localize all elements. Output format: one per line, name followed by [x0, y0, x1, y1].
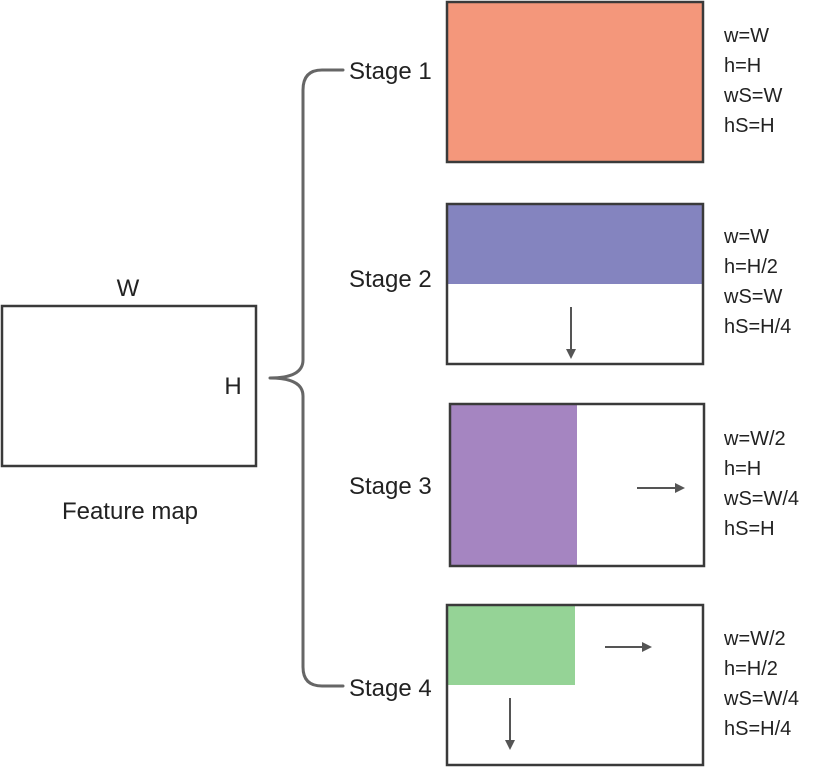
stage-3-label: Stage 3 [349, 473, 432, 500]
stage-3-param-4: hS=H [724, 518, 775, 540]
stage-2-param-3: wS=W [723, 286, 782, 308]
stage-1-window [447, 2, 703, 162]
stage-2-param-2: h=H/2 [724, 256, 778, 278]
stage-3-param-1: w=W/2 [723, 428, 786, 450]
stage-4-param-1: w=W/2 [723, 628, 786, 650]
stage-1-param-2: h=H [724, 55, 761, 77]
stage-3-param-2: h=H [724, 458, 761, 480]
stage-1-param-1: w=W [723, 25, 769, 47]
stage-4-box [445, 603, 705, 767]
curly-bracket [268, 68, 345, 688]
stage-4-param-2: h=H/2 [724, 658, 778, 680]
stage-3-window [450, 404, 577, 566]
feature-map-width-label: W [117, 275, 140, 302]
stage-1: Stage 1 w=W h=H wS=W hS=H [349, 0, 782, 164]
stage-1-box [445, 0, 705, 164]
stage-1-param-4: hS=H [724, 115, 775, 137]
stage-2: Stage 2 w=W h=H/2 wS=W hS=H/4 [349, 202, 791, 366]
stage-3: Stage 3 w=W/2 h=H wS=W/4 hS=H [349, 402, 799, 568]
stage-3-box [448, 402, 706, 568]
stage-2-label: Stage 2 [349, 266, 432, 293]
stage-2-window [447, 204, 703, 284]
stage-2-box [445, 202, 705, 366]
feature-map-box [0, 304, 258, 468]
stage-1-label: Stage 1 [349, 58, 432, 85]
stage-2-param-1: w=W [723, 226, 769, 248]
stage-1-param-3: wS=W [723, 85, 782, 107]
stage-2-param-4: hS=H/4 [724, 316, 791, 338]
stage-4-label: Stage 4 [349, 675, 432, 702]
stage-4-param-3: wS=W/4 [723, 688, 799, 710]
stage-4-window [447, 605, 575, 685]
feature-map-height-label: H [224, 373, 241, 400]
stage-4: Stage 4 w=W/2 h=H/2 wS=W/4 hS=H/4 [349, 603, 799, 767]
feature-map: W H Feature map [0, 275, 258, 525]
stages: Stage 1 w=W h=H wS=W hS=H Stage 2 w=W h=H/2 wS=W… [349, 0, 799, 767]
feature-map-caption: Feature map [62, 498, 198, 525]
stage-3-param-3: wS=W/4 [723, 488, 799, 510]
stage-4-param-4: hS=H/4 [724, 718, 791, 740]
